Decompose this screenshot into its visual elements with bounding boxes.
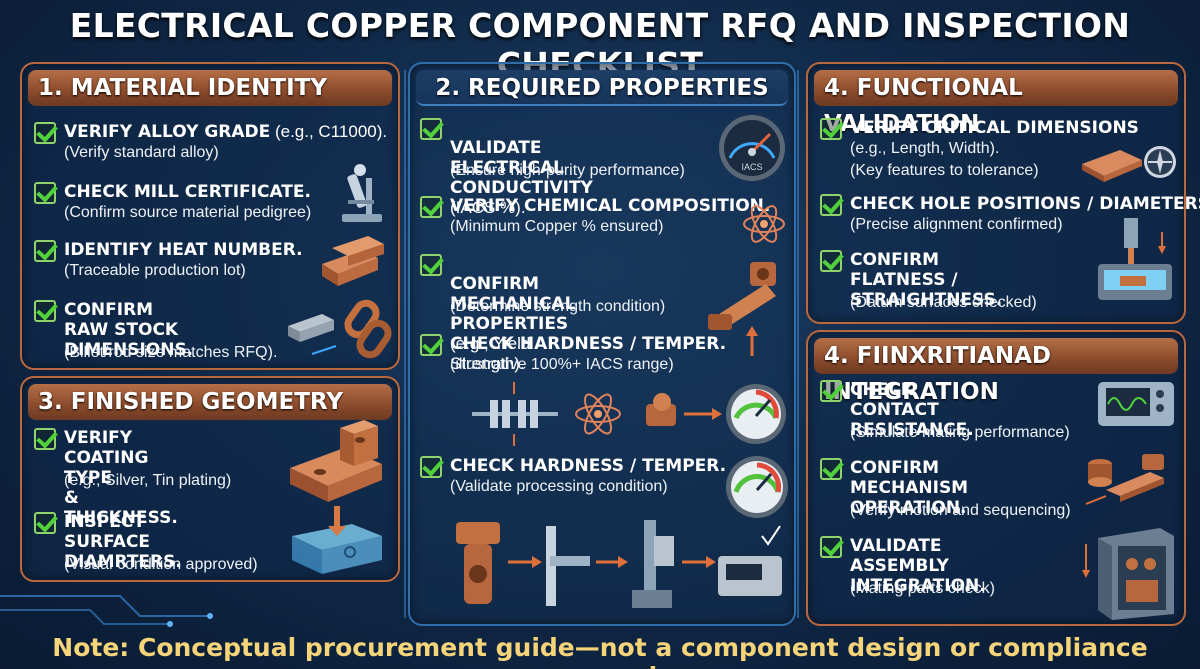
checkbox-checked-icon[interactable] <box>820 250 842 272</box>
item-description: (Validate processing condition) <box>450 478 668 495</box>
item-title: INSPECT SURFACE DIAMRTERS. <box>64 512 182 572</box>
circuit-decoration <box>0 595 213 627</box>
checkbox-checked-icon[interactable] <box>420 456 442 478</box>
item-title: CHECK MILL CERTIFICATE. <box>64 182 311 202</box>
gauge-icon: IACS <box>719 115 785 181</box>
machined-part-icon <box>290 420 382 502</box>
item-description: (Determine strength condition) <box>450 298 666 315</box>
checkbox-checked-icon[interactable] <box>820 458 842 480</box>
plating-tank-icon <box>292 506 382 574</box>
meter-icon <box>1098 382 1174 426</box>
checkbox-checked-icon[interactable] <box>34 240 56 262</box>
panel-header: 4. FIINXRITIANAD INTEGRATION <box>814 338 1178 405</box>
panel-header: 4. FUNCTIONAL VALIDATION <box>814 70 1178 137</box>
panel-header: 3. FINISHED GEOMETRY <box>28 384 392 420</box>
item-description: (Verify standard alloy) <box>64 144 219 161</box>
item-description: (e.g., Silver, Tin plating) <box>64 472 232 489</box>
checkbox-checked-icon[interactable] <box>34 428 56 450</box>
item-description: (Precise alignment confirmed) <box>850 216 1063 233</box>
item-description: (Ensure high-purity performance) <box>450 162 685 179</box>
copper-bars-icon <box>322 236 384 286</box>
panel-material-identity: 1. MATERIAL IDENTITY VERIFY ALLOY GRADE … <box>20 62 400 370</box>
item-title: VALIDATE ELECTRICAL CONDUCTIVITY <box>450 138 593 198</box>
item-title: CONFIRM FLATNESS / STRAIGHTNESS. <box>850 250 1003 310</box>
checkbox-checked-icon[interactable] <box>820 380 842 402</box>
connectors-icon <box>1085 454 1164 505</box>
checkbox-checked-icon[interactable] <box>420 254 442 276</box>
item-description: (Mating parts check) <box>850 580 995 597</box>
item-title: VERIFY ALLOY GRADE <box>64 122 271 142</box>
item-description: (Minimum Copper % ensured) <box>450 218 664 235</box>
panel-integration: 4. FIINXRITIANAD INTEGRATION CHECK CONTA… <box>806 330 1186 626</box>
item-description: (Key features to tolerance) <box>850 162 1039 179</box>
checkbox-checked-icon[interactable] <box>820 536 842 558</box>
page-title: ELECTRICAL COPPER COMPONENT RFQ AND INSP… <box>69 6 1131 84</box>
item-title: VERIFY COATING TYPE & THICKNESS. <box>64 428 178 528</box>
copper-plate-icon <box>1082 146 1176 182</box>
item-title: CHECK HARDNESS / TEMPER. <box>450 456 727 476</box>
microscope-icon <box>342 164 382 222</box>
item-title: CONFIRM MECHANISM OPERATION. <box>850 458 969 518</box>
item-title: IDENTIFY HEAT NUMBER. <box>64 240 303 260</box>
checkbox-checked-icon[interactable] <box>420 196 442 218</box>
divider-right <box>797 70 799 618</box>
item-title: VERIFY CHEMICAL COMPOSITION. <box>450 196 771 216</box>
item-title: CONFIRM RAW STOCK DIMENSIONS. <box>64 300 194 360</box>
item-title: VALIDATE ASSEMBLY INTEGRATION. <box>850 536 986 596</box>
panel-header: 2. REQUIRED PROPERTIES <box>416 70 788 106</box>
chain-link-icon <box>288 299 392 359</box>
item-title: VERIFY CRITICAL DIMENSIONS <box>850 118 1139 138</box>
item-description: (illustrative 100%+ IACS range) <box>450 356 674 373</box>
item-title: CHECK CONTACT RESISTANCE. <box>850 380 974 440</box>
item-title-suffix: (IACS %). <box>450 198 526 217</box>
panel-functional-validation: 4. FUNCTIONAL VALIDATION VERIFY CRITICAL… <box>806 62 1200 324</box>
gauge-icon <box>726 456 788 518</box>
checkbox-checked-icon[interactable] <box>820 118 842 140</box>
item-description: (Simulate mating performance) <box>850 424 1070 441</box>
item-description: (Traceable production lot) <box>64 262 246 279</box>
atom-icon <box>743 205 785 243</box>
item-description: (Datum surfaces checked) <box>850 294 1037 311</box>
checkbox-checked-icon[interactable] <box>34 182 56 204</box>
process-flow-icon <box>472 382 786 446</box>
press-fixture-icon <box>1098 218 1172 300</box>
item-title: CHECK HARDNESS / TEMPER. <box>450 334 727 354</box>
item-description: (Verify motion and sequencing) <box>850 502 1071 519</box>
item-title-suffix: (e.g., Yield Strength). <box>450 334 531 373</box>
panel-header: 1. MATERIAL IDENTITY <box>28 70 392 106</box>
panel-finished-geometry: 3. FINISHED GEOMETRY VERIFY COATING TYPE… <box>20 376 400 582</box>
checkbox-checked-icon[interactable] <box>34 122 56 144</box>
item-title: CONFIRM MECHANICAL PROPERTIES <box>450 274 576 334</box>
item-title: CHECK HOLE POSITIONS / DIAMETERS. <box>850 194 1200 214</box>
gauge-label: IACS <box>741 162 762 172</box>
item-subtitle: (e.g., Length, Width). <box>850 140 1000 157</box>
checkbox-checked-icon[interactable] <box>34 300 56 322</box>
divider-left <box>404 70 406 618</box>
checkbox-checked-icon[interactable] <box>420 334 442 356</box>
cabinet-icon <box>1082 528 1174 620</box>
footer-note: Note: Conceptual procurement guide—not a… <box>52 633 1148 669</box>
tensile-test-icon <box>708 262 776 356</box>
checkbox-checked-icon[interactable] <box>420 118 442 140</box>
checkbox-checked-icon[interactable] <box>34 512 56 534</box>
item-description: (Visual condition approved) <box>64 556 258 573</box>
checkbox-checked-icon[interactable] <box>820 194 842 216</box>
inspection-tools-icon <box>456 520 782 608</box>
panel-required-properties: 2. REQUIRED PROPERTIES VALIDATE ELECTRIC… <box>408 62 796 626</box>
item-description: (Billet/rod size matches RFQ). <box>64 344 278 361</box>
item-description: (Confirm source material pedigree) <box>64 204 312 221</box>
item-title-suffix: (e.g., C11000). <box>270 122 388 141</box>
